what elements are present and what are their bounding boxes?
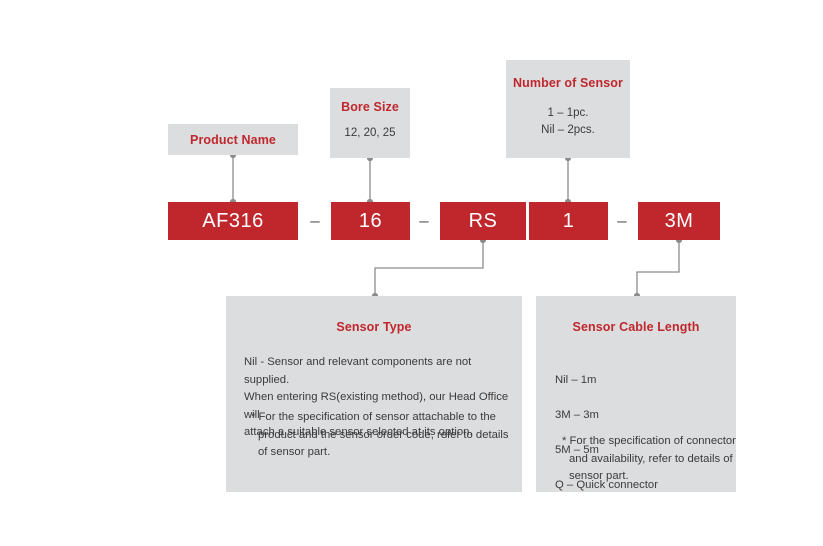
- callout-bore-size: Bore Size 12, 20, 25: [330, 88, 410, 158]
- cable-option: Nil – 1m: [555, 373, 597, 386]
- code-segment-sensor-type[interactable]: RS: [440, 202, 526, 240]
- callout-sensor-cable-length-title: Sensor Cable Length: [572, 320, 700, 334]
- code-segment-bore-size-label: 16: [358, 209, 383, 232]
- callout-number-of-sensor-option-1: 1 – 1pc.: [547, 107, 589, 119]
- callout-sensor-type-title: Sensor Type: [336, 320, 412, 334]
- code-segment-product-name[interactable]: AF316: [168, 202, 298, 240]
- callout-sensor-cable-length: Sensor Cable Length Nil – 1m 3M – 3m 5M …: [536, 296, 736, 492]
- callout-sensor-type-note: * For the specification of sensor attach…: [251, 411, 509, 458]
- code-segment-number-of-sensor-label: 1: [562, 209, 575, 232]
- cable-option: 3M – 3m: [555, 408, 599, 421]
- callout-product-name-title: Product Name: [190, 132, 276, 147]
- cable-option: 5M – 5m: [555, 443, 599, 456]
- code-segment-number-of-sensor[interactable]: 1: [529, 202, 608, 240]
- code-separator-3: –: [617, 211, 627, 230]
- callout-bore-size-values: 12, 20, 25: [344, 127, 396, 139]
- callout-number-of-sensor: Number of Sensor 1 – 1pc. Nil – 2pcs.: [506, 60, 630, 158]
- code-segment-bore-size[interactable]: 16: [331, 202, 410, 240]
- cable-option: Q – Quick connector: [555, 478, 658, 491]
- callout-sensor-cable-length-note: * For the specification of connector and…: [562, 435, 736, 482]
- code-segment-sensor-cable-length[interactable]: 3M: [638, 202, 720, 240]
- callout-sensor-type: Sensor Type Nil - Sensor and relevant co…: [226, 296, 522, 492]
- callout-product-name: Product Name: [168, 124, 298, 155]
- callout-number-of-sensor-option-2: Nil – 2pcs.: [541, 123, 595, 136]
- callout-number-of-sensor-title: Number of Sensor: [513, 76, 623, 90]
- code-separator-1: –: [310, 211, 320, 230]
- code-segment-product-name-label: AF316: [202, 209, 264, 232]
- code-segment-sensor-cable-length-label: 3M: [664, 209, 694, 232]
- callout-bore-size-title: Bore Size: [341, 100, 399, 114]
- callout-sensor-cable-length-options: Nil – 1m 3M – 3m 5M – 5m Q – Quick conne…: [555, 354, 735, 512]
- code-separator-2: –: [419, 211, 429, 230]
- code-segment-sensor-type-label: RS: [468, 209, 498, 232]
- callout-sensor-type-paragraph: Nil - Sensor and relevant components are…: [244, 356, 509, 438]
